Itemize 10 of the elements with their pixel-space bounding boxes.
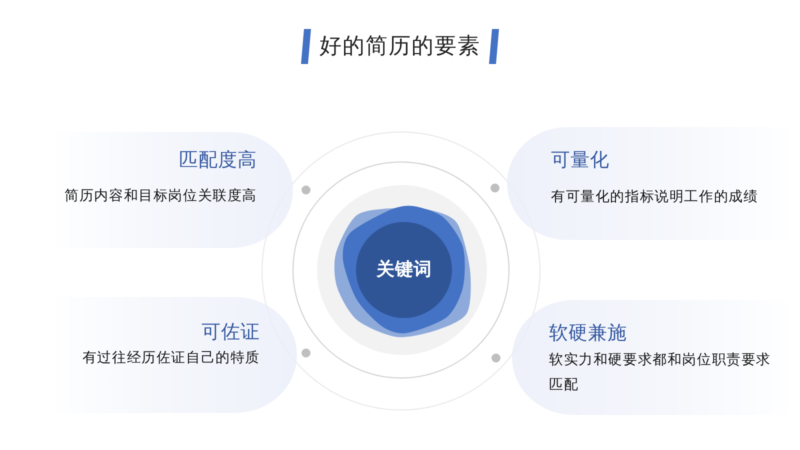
center-label: 关键词 xyxy=(376,259,432,281)
card-description: 简历内容和目标岗位关联度高 xyxy=(64,186,257,206)
card-title: 可佐证 xyxy=(202,320,260,344)
card-title: 可量化 xyxy=(551,148,610,172)
diagram-title: 好的简历的要素 xyxy=(320,32,480,60)
card-description: 软实力和硬要求都和岗位职责要求匹配 xyxy=(549,350,772,394)
card-description: 有可量化的指标说明工作的成绩 xyxy=(551,188,758,206)
card-title: 软硬兼施 xyxy=(549,321,627,345)
card-title: 匹配度高 xyxy=(179,148,257,172)
card-description: 有过往经历佐证自己的特质 xyxy=(82,348,260,368)
